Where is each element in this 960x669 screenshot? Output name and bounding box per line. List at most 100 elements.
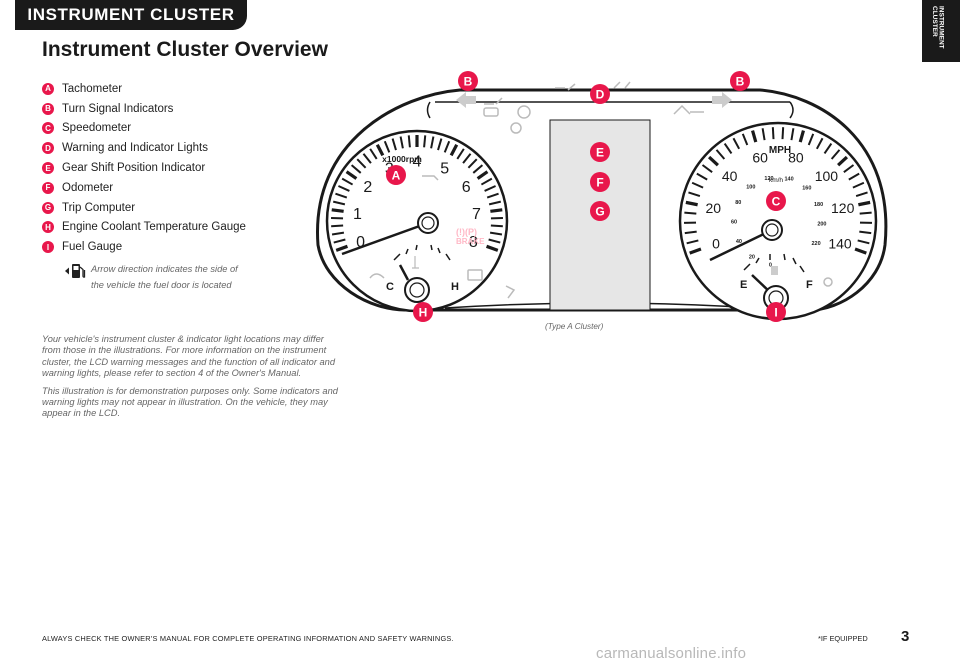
speedometer-tick xyxy=(688,191,701,198)
badge-a: A xyxy=(42,82,54,95)
tachometer-needle xyxy=(341,221,429,256)
speedometer-kmh-label: 80 xyxy=(735,200,741,206)
speedometer-mph-label: 100 xyxy=(815,168,839,184)
speedometer-tick xyxy=(848,172,860,181)
tachometer-tick xyxy=(443,140,451,153)
door-icon xyxy=(505,285,516,299)
tachometer-tick xyxy=(480,177,493,186)
footer-disclaimer: ALWAYS CHECK THE OWNER'S MANUAL FOR COMP… xyxy=(42,634,454,643)
speedometer-kmh-label: 160 xyxy=(802,186,811,192)
tachometer-tick xyxy=(391,138,397,151)
legend-label-a: Tachometer xyxy=(62,82,123,95)
callout-i-label: I xyxy=(774,306,777,320)
speedometer-kmh-label: 100 xyxy=(746,184,755,190)
callout-b-right-label: B xyxy=(736,75,745,89)
speedometer-kmh-label: 0 xyxy=(769,262,772,268)
tachometer-tick xyxy=(490,208,503,213)
legend-label-f: Odometer xyxy=(62,181,114,194)
speedometer-tick xyxy=(859,230,872,235)
badge-e: E xyxy=(42,162,54,175)
callout-a-label: A xyxy=(392,169,401,183)
fog-light-icon xyxy=(613,81,631,89)
tachometer-tick xyxy=(407,135,411,148)
badge-i: I xyxy=(42,241,54,254)
callout-f xyxy=(590,172,610,192)
tachometer-tick xyxy=(362,153,372,164)
tachometer-label: 8 xyxy=(469,234,478,251)
speedometer-tick xyxy=(815,137,824,150)
speedometer-tick xyxy=(852,181,865,189)
legend-item-i: I Fuel Gauge xyxy=(42,237,332,257)
footer-if-equipped: *IF EQUIPPED xyxy=(818,634,868,643)
speedometer-mph-label: 20 xyxy=(706,200,722,216)
speedometer-tick xyxy=(761,128,766,141)
fuel-door-note: Arrow direction indicates the side of th… xyxy=(64,261,314,293)
speedometer-kmh-label: 180 xyxy=(814,202,823,208)
disclaimer-paragraph-1: Your vehicle's instrument cluster & indi… xyxy=(42,334,336,379)
tachometer-tick xyxy=(345,170,358,180)
tachometer-tick xyxy=(437,138,443,151)
tachometer-label: 0 xyxy=(356,234,365,251)
legend-label-e: Gear Shift Position Indicator xyxy=(62,162,206,175)
legend-label-i: Fuel Gauge xyxy=(62,241,123,254)
tachometer-tick xyxy=(331,231,345,236)
speedometer-mph-label: 0 xyxy=(712,235,720,251)
page-number: 3 xyxy=(901,628,910,645)
coolant-icon xyxy=(412,256,419,269)
speedometer-kmh-label: 60 xyxy=(731,220,737,226)
tachometer-tick xyxy=(333,238,346,244)
disclaimer-text: Your vehicle's instrument cluster & indi… xyxy=(42,334,342,426)
tachometer-tick xyxy=(335,244,349,252)
speedometer-mph-label: 120 xyxy=(831,200,855,216)
page-title: Instrument Cluster Overview xyxy=(42,38,328,61)
speedometer-tick xyxy=(798,130,805,143)
speedometer-tick xyxy=(854,247,867,255)
turn-signal-left-icon xyxy=(456,92,476,108)
tachometer-tick xyxy=(341,177,354,186)
legend-label-h: Engine Coolant Temperature Gauge xyxy=(62,221,246,234)
speedometer-mph-label: 140 xyxy=(828,235,852,251)
badge-f: F xyxy=(42,181,54,194)
tachometer-tick xyxy=(449,143,459,157)
cluster-housing xyxy=(316,88,888,312)
tpms-icon xyxy=(517,105,531,119)
speedometer-tick xyxy=(741,133,749,146)
callout-c-label: C xyxy=(772,195,781,209)
tachometer-tick xyxy=(472,164,484,174)
legend-item-f: F Odometer xyxy=(42,178,332,198)
legend-label-d: Warning and Indicator Lights xyxy=(62,142,208,155)
cluster-caption: (Type A Cluster) xyxy=(545,322,604,331)
speedometer-tick xyxy=(807,133,815,146)
temp-hot-label: H xyxy=(451,281,459,293)
speedometer-kmh-label: 120 xyxy=(764,176,773,182)
badge-h: H xyxy=(42,221,54,234)
callout-b-left xyxy=(458,71,478,91)
speedometer-tick xyxy=(857,239,870,245)
brake-warning-line2: BRAKE xyxy=(456,237,485,246)
tachometer-label: 7 xyxy=(472,206,481,223)
callout-h xyxy=(413,302,433,322)
speedometer-kmh-label: 140 xyxy=(784,176,793,182)
disclaimer-paragraph-2: This illustration is for demonstration p… xyxy=(42,385,338,419)
legend-item-a: A Tachometer xyxy=(42,79,332,99)
badge-g: G xyxy=(42,201,54,214)
temp-cold-label: C xyxy=(386,281,394,293)
callout-h-label: H xyxy=(419,306,428,320)
tachometer-tick xyxy=(490,224,503,228)
tachometer-tick xyxy=(356,158,367,169)
speedometer-kmh-label: 20 xyxy=(749,254,755,260)
tachometer-label: 2 xyxy=(363,179,372,196)
tachometer-tick xyxy=(369,148,378,160)
fuel-door-note-line2: the vehicle the fuel door is located xyxy=(91,280,232,290)
tachometer-label: 1 xyxy=(353,206,362,223)
callout-c xyxy=(766,191,786,211)
callout-d xyxy=(590,84,610,104)
badge-c: C xyxy=(42,122,54,135)
speedometer-kmh-label: 220 xyxy=(812,241,821,247)
tachometer-tick xyxy=(484,185,496,192)
